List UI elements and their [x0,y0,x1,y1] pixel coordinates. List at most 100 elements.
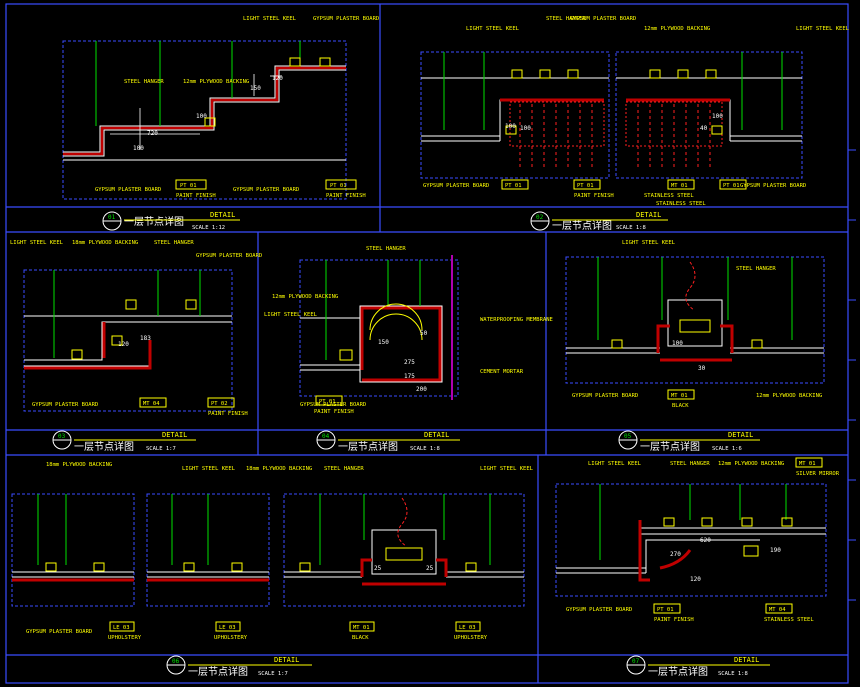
label: STEEL HANGER [670,461,710,467]
label: STAINLESS STEEL [644,193,694,199]
detail-title-cn: 一层节点详图 [74,440,134,453]
material-tag: MT 01 [353,625,370,631]
detail-title-en: DETAIL [424,431,449,439]
material-tag: PT 01 [505,183,522,189]
label: 18mm PLYWOOD BACKING [246,466,312,472]
dimension: 120 [118,341,129,348]
material-note: BLACK [352,635,369,641]
detail-title-en: DETAIL [734,656,759,664]
label: GYPSUM PLASTER BOARD [572,393,638,399]
dimension: 100 [712,113,723,120]
detail-title-en: DETAIL [210,211,235,219]
label: STEEL HANGER [736,266,776,272]
detail-panel-01: LIGHT STEEL KEEL GYPSUM PLASTER BOARD ST… [62,16,379,200]
dimension: 40 [700,125,708,132]
label: 18mm PLYWOOD BACKING [72,240,138,246]
label: 12mm PLYWOOD BACKING [183,79,249,85]
label: STEEL HANGER [366,246,406,252]
detail-title-en: DETAIL [728,431,753,439]
label: STEEL HANGER [124,79,164,85]
label: LIGHT STEEL KEEL [588,461,642,467]
material-tag: PT 01 [723,183,740,189]
label: GYPSUM PLASTER BOARD [196,253,262,259]
label: GYPSUM PLASTER BOARD [26,629,92,635]
material-tag: PT 01 [657,607,674,613]
label: GYPSUM PLASTER BOARD [566,607,632,613]
detail-number: 04 [322,433,330,440]
title-block-02: 02 一层节点详图 DETAIL SCALE 1:8 [530,211,668,232]
material-tag: MT 04 [143,401,160,407]
detail-title-cn: 一层节点详图 [338,440,398,453]
sheet-frame [5,3,849,684]
detail-scale: SCALE 1:7 [146,446,176,452]
material-note: PAINT FINISH [574,193,614,199]
title-block-05: 05 一层节点详图 DETAIL SCALE 1:6 [618,430,760,453]
detail-panel-05: LIGHT STEEL KEEL STEEL HANGER GYPSUM PLA… [565,240,825,409]
right-margin-ticks [848,149,856,601]
label: GYPSUM PLASTER BOARD [233,187,299,193]
dimension: 100 [672,340,683,347]
material-tag: PT 02 [211,401,228,407]
detail-panel-04: STEEL HANGER 12mm PLYWOOD BACKING LIGHT … [264,246,553,415]
dimension: 200 [416,386,427,393]
label: LIGHT STEEL KEEL [182,466,236,472]
dimension: 100 [520,125,531,132]
dimension: 150 [250,85,261,92]
material-note: STAINLESS STEEL [656,201,706,207]
label: GYPSUM PLASTER BOARD [570,16,636,22]
label: LIGHT STEEL KEEL [480,466,534,472]
dimension: 620 [700,537,711,544]
material-note: PAINT FINISH [176,193,216,199]
label: LIGHT STEEL KEEL [264,312,318,318]
material-note: PAINT FINISH [326,193,366,199]
detail-scale: SCALE 1:8 [718,671,748,677]
title-block-03: 03 一层节点详图 DETAIL SCALE 1:7 [52,430,196,453]
dimension: 190 [770,547,781,554]
detail-title-cn: 一层节点详图 [188,665,248,678]
dimension: 275 [404,359,415,366]
detail-number: 07 [632,658,640,665]
label: GYPSUM PLASTER BOARD [423,183,489,189]
label: GYPSUM PLASTER BOARD [313,16,379,22]
dimension: 100 [196,113,207,120]
detail-scale: SCALE 1:8 [410,446,440,452]
material-tag: MT 04 [769,607,786,613]
dimension: 175 [404,373,415,380]
material-tag: LE 03 [219,625,236,631]
detail-scale: SCALE 1:6 [712,446,742,452]
detail-scale: SCALE 1:12 [192,225,225,231]
label: GYPSUM PLASTER BOARD [32,402,98,408]
detail-title-cn: 一层节点详图 [552,219,612,232]
dimension: 120 [272,75,283,82]
dimension: 100 [505,123,516,130]
material-note: STAINLESS STEEL [764,617,814,623]
detail-title-en: DETAIL [162,431,187,439]
label: LIGHT STEEL KEEL [466,26,520,32]
detail-number: 05 [624,433,632,440]
label: LIGHT STEEL KEEL [10,240,64,246]
dimension: 150 [378,339,389,346]
dimension: 25 [426,565,434,572]
detail-number: 02 [536,214,544,221]
label: 12mm PLYWOOD BACKING [272,294,338,300]
detail-title-en: DETAIL [636,211,661,219]
label: 12mm PLYWOOD BACKING [644,26,710,32]
label: LIGHT STEEL KEEL [243,16,297,22]
material-tag: LE 03 [113,625,130,631]
material-tag: PT 01 [180,183,197,189]
label: STEEL HANGER [324,466,364,472]
detail-number: 03 [58,433,66,440]
dimension: 25 [374,565,382,572]
detail-panel-06: 18mm PLYWOOD BACKING LIGHT STEEL KEEL 18… [11,462,534,641]
label: STEEL HANGER [546,16,586,22]
material-note: UPHOLSTERY [108,635,142,641]
material-tag: LE 03 [459,625,476,631]
material-note: PAINT FINISH [208,411,248,417]
label: WATERPROOFING MEMBRANE [480,317,553,323]
dimension: 720 [147,130,158,137]
dimension: 183 [140,335,151,342]
dimension: 30 [698,365,706,372]
label: 12mm PLYWOOD BACKING [756,393,822,399]
dimension: 100 [133,145,144,152]
label: LIGHT STEEL KEEL [796,26,850,32]
